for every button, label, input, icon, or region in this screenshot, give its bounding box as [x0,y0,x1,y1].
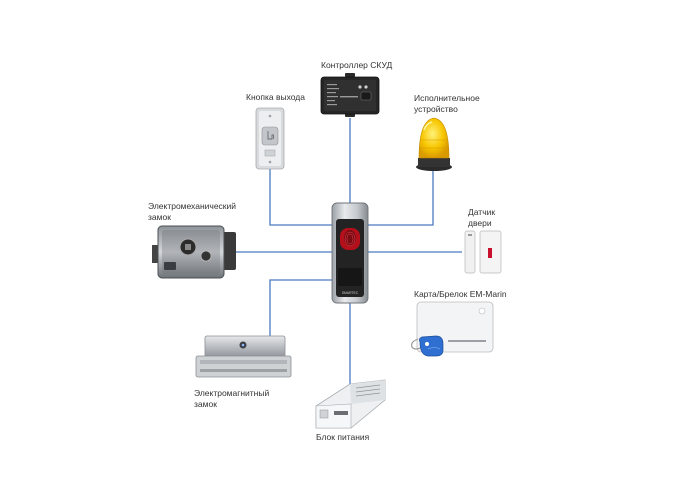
card-label: Карта/Брелок EM-Marin [414,289,507,300]
electromech-lock-label-line1: Электромеханический [148,201,237,211]
exit-button-icon [255,107,285,170]
mag-lock-label: Электромагнитный замок [194,388,269,410]
power-supply-label-text: Блок питания [316,432,370,442]
electromechanical-lock-icon [152,225,236,279]
line-mag-lock [269,279,333,336]
power-supply-label: Блок питания [316,432,369,443]
signal-lamp-icon [416,117,452,171]
electromech-lock-label: Электромеханический замок [148,201,236,223]
magnetic-lock-icon [195,335,292,378]
exit-button-label-text: Кнопка выхода [246,92,305,102]
door-sensor-label-line1: Датчик [468,207,496,217]
door-sensor-label-line2: двери [468,218,492,228]
controller-box-icon [320,73,380,117]
fingerprint-reader-icon: SMARTEC [331,202,369,304]
door-sensor-icon [464,230,502,274]
controller-label: Контроллер СКУД [321,60,392,71]
mag-lock-label-line2: замок [194,399,217,409]
actuator-label-line1: Исполнительное [414,93,480,103]
exit-button-label: Кнопка выхода [246,92,305,103]
actuator-label: Исполнительное устройство [414,93,480,115]
mag-lock-label-line1: Электромагнитный [194,388,270,398]
electromech-lock-label-line2: замок [148,212,171,222]
line-actuator [368,170,434,226]
door-sensor-label: Датчик двери [468,207,495,229]
connector-lines [236,118,462,392]
reader-brand-text: SMARTEC [342,291,359,295]
actuator-label-line2: устройство [414,104,458,114]
line-exit-button [269,168,333,226]
controller-label-text: Контроллер СКУД [321,60,393,70]
card-label-text: Карта/Брелок EM-Marin [414,289,507,299]
proximity-card-icon [411,301,494,357]
power-supply-icon [315,379,386,429]
